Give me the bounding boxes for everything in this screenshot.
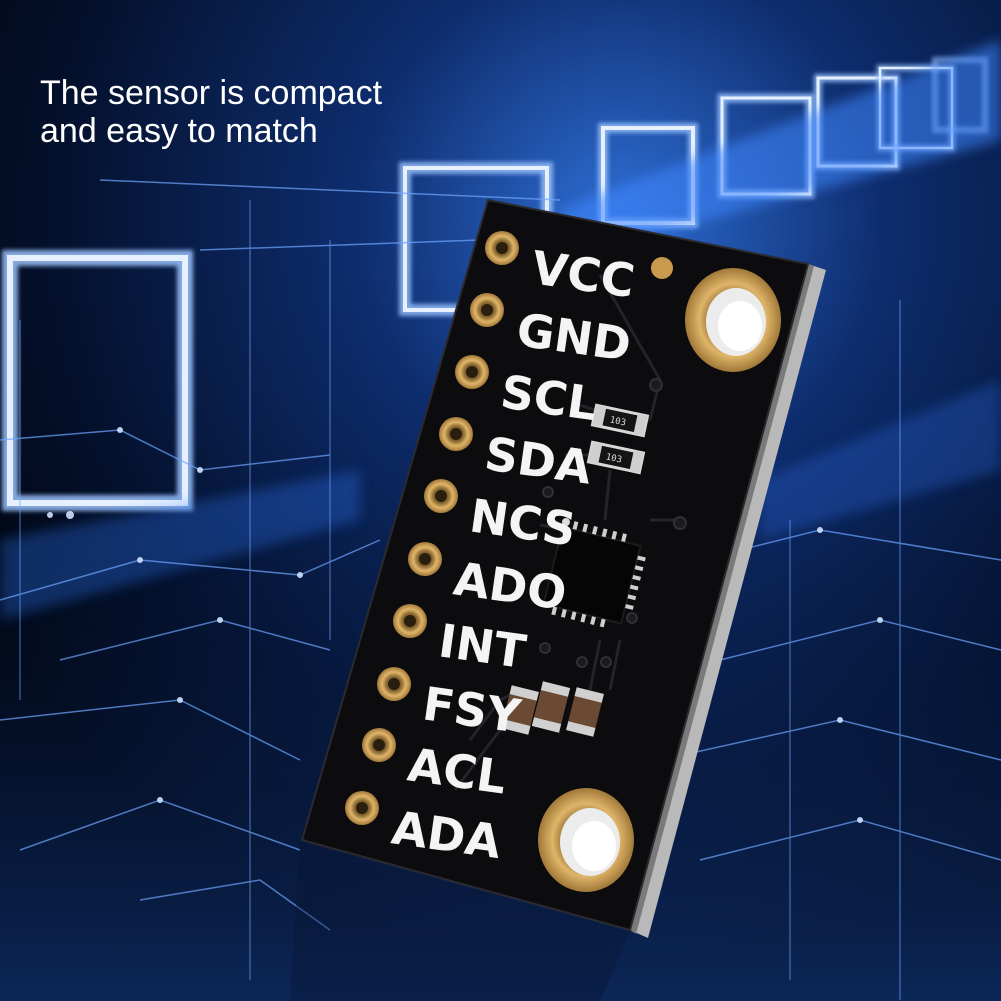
vias: [539, 378, 687, 668]
mounting-hole-top: [685, 268, 781, 372]
pin-pad: [393, 604, 427, 638]
caption-line-2: and easy to match: [40, 112, 318, 150]
light-beams: [0, 40, 1001, 620]
pin-pad: [470, 293, 504, 327]
pin-pads: [345, 231, 519, 825]
capacitor-c3: [566, 687, 604, 737]
circuit-dots: [47, 427, 883, 823]
caption: The sensor is compact and easy to match: [40, 74, 460, 150]
resistor-r2: 103: [586, 440, 646, 475]
resistor-marking: 103: [609, 415, 627, 428]
resistor-marking: 103: [605, 452, 623, 465]
mounting-hole-bottom: [538, 788, 634, 892]
caption-line-1: The sensor is compact: [40, 74, 383, 112]
pin-pad: [377, 667, 411, 701]
resistor-r1: 103: [590, 403, 650, 438]
pin-label-scl: SCL: [497, 364, 600, 431]
pin-pad: [439, 417, 473, 451]
sensor-chip: [542, 521, 646, 628]
pin-pad: [424, 479, 458, 513]
pin-label-int: INT: [435, 613, 529, 679]
board-reflection: [290, 842, 630, 1001]
pin-pad: [485, 231, 519, 265]
capacitor-c2: [531, 681, 571, 733]
pin-pad: [362, 728, 396, 762]
pin-pad: [455, 355, 489, 389]
capacitor-c1: [501, 685, 539, 735]
pin-pad: [345, 791, 379, 825]
pin-pad: [408, 542, 442, 576]
